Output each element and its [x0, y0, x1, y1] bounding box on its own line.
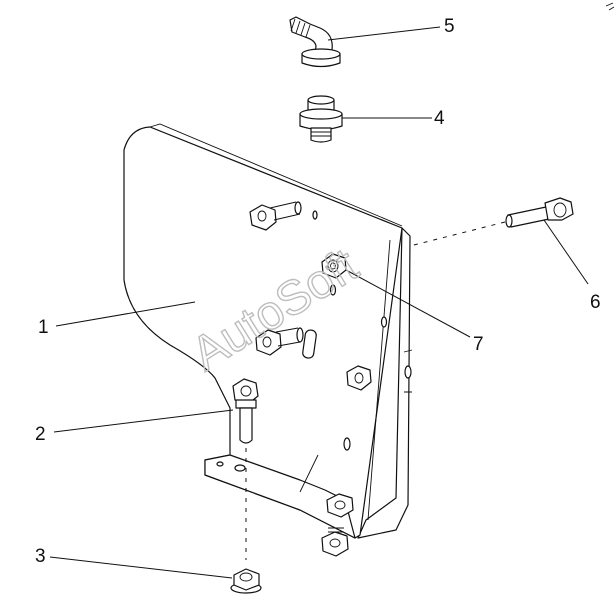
part-2-bolt	[232, 378, 259, 560]
leader-1	[55, 301, 196, 327]
callout-4: 4	[434, 108, 445, 129]
part-5-elbow-fitting	[289, 16, 341, 68]
leader-7	[345, 269, 471, 338]
foot-nut-upper	[326, 493, 354, 518]
leader-6	[543, 219, 589, 285]
foot-nut-lower	[321, 527, 349, 557]
part-7-nut	[321, 253, 347, 279]
part-3-flange-nut	[230, 568, 262, 594]
leader-5	[327, 26, 441, 41]
leader-3	[49, 556, 233, 579]
callout-5: 5	[444, 16, 455, 37]
part-4-bulkhead-union	[299, 95, 343, 143]
leader-2	[53, 409, 234, 433]
callout-1: 1	[38, 317, 49, 338]
callout-7: 7	[473, 334, 484, 355]
part-6-bolt	[409, 197, 574, 247]
callout-3: 3	[35, 546, 46, 567]
callout-2: 2	[35, 424, 46, 445]
callout-6: 6	[590, 292, 601, 313]
corner-mark	[605, 2, 615, 11]
